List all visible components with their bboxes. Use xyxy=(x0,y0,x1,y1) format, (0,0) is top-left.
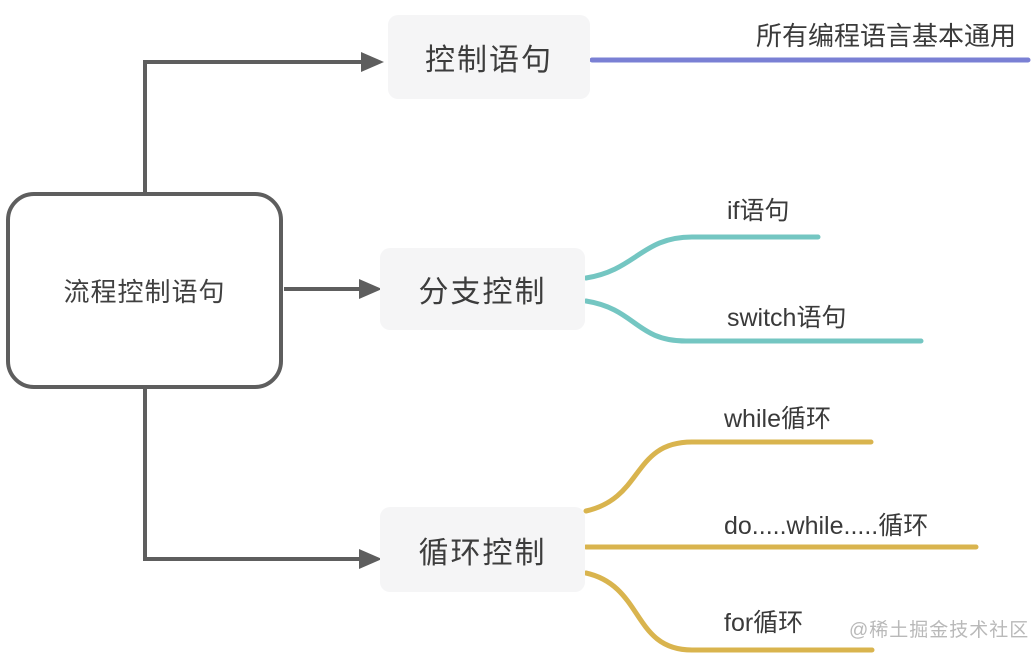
branch-line-for xyxy=(583,570,875,653)
leaf-label-all-languages: 所有编程语言基本通用 xyxy=(755,21,1016,51)
arrowhead-top-icon xyxy=(361,52,384,72)
leaf-label-while-loop: while循环 xyxy=(724,405,831,433)
leaf-label-do-while-loop: do.....while.....循环 xyxy=(724,512,929,540)
branch-node-loop-control: 循环控制 xyxy=(380,507,585,592)
branch-node-label: 控制语句 xyxy=(425,44,553,77)
branch-node-label: 循环控制 xyxy=(418,536,547,570)
arrowhead-bottom-icon xyxy=(359,549,382,569)
root-node-label: 流程控制语句 xyxy=(63,277,226,307)
branch-node-label: 分支控制 xyxy=(418,276,547,309)
branch-line-while xyxy=(583,439,874,514)
leaf-label-switch-statement: switch语句 xyxy=(727,304,847,332)
leaf-label-for-loop: for循环 xyxy=(724,609,804,637)
connector-top xyxy=(143,60,362,192)
branch-node-branch-control: 分支控制 xyxy=(380,248,585,330)
branch-node-control-statement: 控制语句 xyxy=(388,15,590,99)
watermark-juejin-community: @稀土掘金技术社区 xyxy=(849,620,1030,641)
branch-line-switch xyxy=(583,298,924,344)
root-node-flow-control: 流程控制语句 xyxy=(6,192,283,389)
branch-line-if xyxy=(583,234,821,281)
leaf-label-if-statement: if语句 xyxy=(727,197,790,225)
arrowhead-middle-icon xyxy=(359,279,382,299)
connector-bottom xyxy=(143,389,360,561)
